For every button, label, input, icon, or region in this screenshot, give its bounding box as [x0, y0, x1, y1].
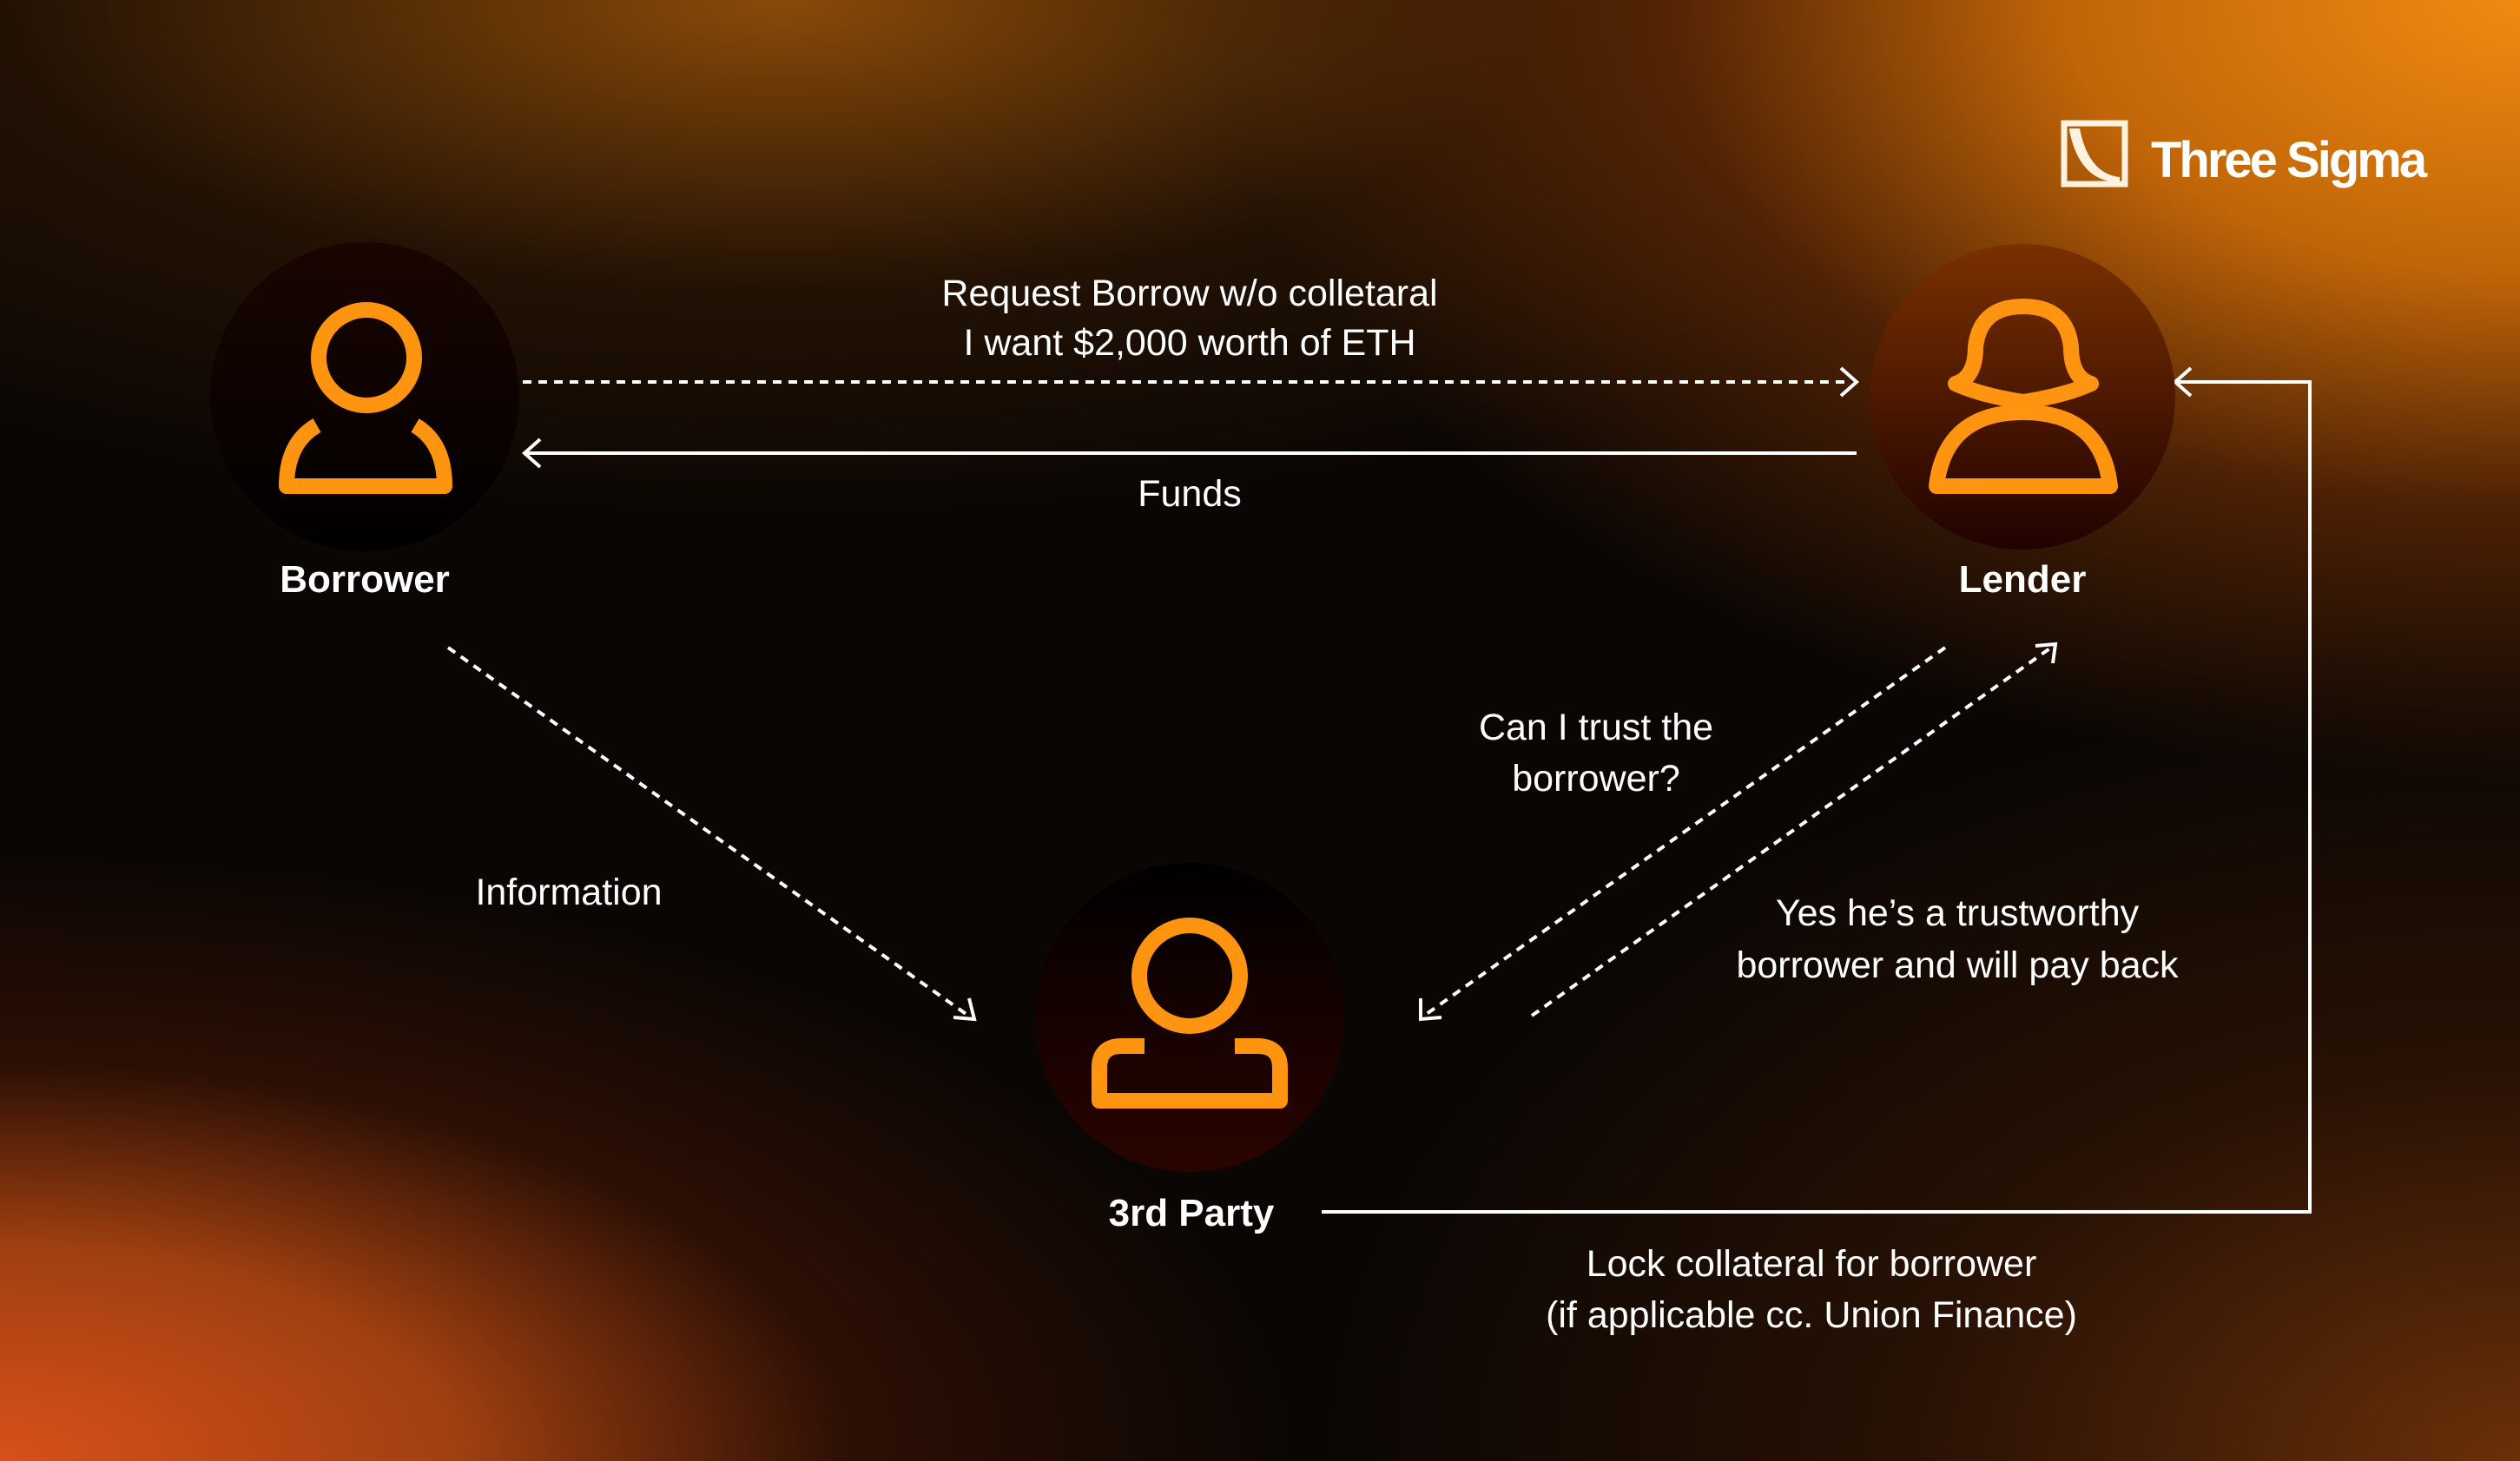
borrower-label: Borrower — [280, 558, 450, 601]
logo-text: Three Sigma — [2151, 132, 2428, 188]
lender-node: Lender — [1870, 244, 2175, 601]
lender-label: Lender — [1959, 558, 2087, 601]
request-label-line2: I want $2,000 worth of ETH — [963, 322, 1415, 364]
logo-mark-icon — [2061, 120, 2128, 188]
information-arrowhead-icon — [953, 997, 977, 1022]
person-icon — [279, 302, 452, 494]
person-icon — [1092, 918, 1288, 1109]
person-female-icon — [1929, 299, 2118, 494]
answer-label-line1: Yes he’s a trustworthy — [1776, 892, 2140, 934]
trust-answer-arrowhead-icon — [2035, 642, 2058, 664]
third-party-node: 3rd Party — [1035, 863, 1344, 1234]
information-label: Information — [475, 872, 662, 913]
answer-label-line2: borrower and will pay back — [1736, 944, 2179, 986]
trust-answer-arrow — [1530, 646, 2053, 1017]
lock-label-line1: Lock collateral for borrower — [1587, 1243, 2037, 1285]
trust-query-arrowhead-icon — [1419, 998, 1442, 1022]
request-arrowhead-icon — [1839, 366, 1860, 398]
request-label-line1: Request Borrow w/o colletaral — [941, 273, 1437, 314]
lock-collateral-arrowhead-icon — [2172, 366, 2193, 398]
borrower-node: Borrower — [210, 242, 519, 601]
trust-label-line2: borrower? — [1512, 758, 1680, 800]
trust-query-arrow — [1422, 646, 1947, 1017]
third-party-avatar — [1035, 863, 1344, 1172]
three-sigma-logo: Three Sigma — [2061, 120, 2431, 188]
third-party-label: 3rd Party — [1109, 1192, 1275, 1234]
information-arrow — [446, 646, 973, 1019]
lock-collateral-arrow — [1322, 380, 2312, 1214]
logo-curve-icon — [2069, 128, 2120, 182]
funds-arrowhead-icon — [521, 438, 542, 469]
trust-label-line1: Can I trust the — [1479, 707, 1713, 748]
lock-label-line2: (if applicable cc. Union Finance) — [1546, 1294, 2077, 1336]
borrower-avatar — [210, 242, 519, 551]
funds-label: Funds — [1138, 473, 1242, 515]
